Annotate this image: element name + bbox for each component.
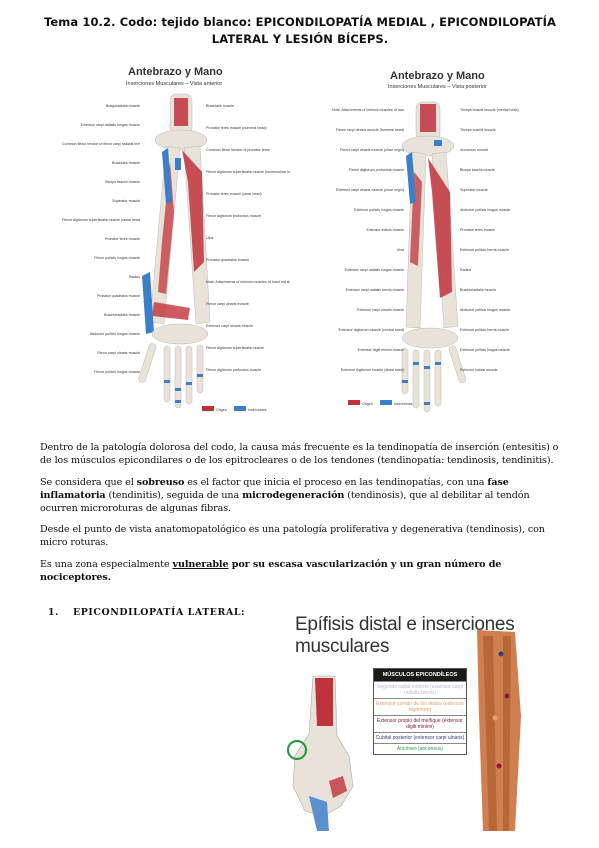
figure-label: Triceps brachii muscle (medial head) (460, 108, 519, 112)
table-row: Cubital posterior (extensor carpi ulnari… (374, 732, 466, 743)
figure-label: Extensor pollicis longus muscle (460, 348, 510, 352)
figure-label: Radius (460, 268, 472, 272)
figure-label: Flexor carpi ulnaris muscle (humeral hea… (335, 128, 404, 132)
section-heading: 1.EPICONDILOPATÍA LATERAL: (48, 607, 246, 618)
figure-label: Pronator quadratus muscle (206, 258, 250, 262)
table-row: Extensor propio del meñique (extensor di… (374, 715, 466, 732)
forearm-posterior-illustration: Origen Inserciones (348, 101, 467, 413)
figure-label: Pronator teres muscle (460, 228, 496, 232)
figure-label: Supinator muscle (460, 188, 488, 192)
table-row: Ancóneo (anconeus) (374, 743, 466, 754)
figure-label: Biceps brachii muscle (460, 168, 495, 172)
paragraph-vulnerable: Es una zona especialmente vulnerable por… (40, 559, 502, 583)
elbow-illustration (286, 630, 521, 831)
figure-label: Extensor pollicis brevis muscle (460, 328, 509, 332)
figure-label: Extensor digitorum muscle (distal band) (340, 368, 404, 372)
figure-label: Flexor carpi ulnaris muscle (97, 351, 140, 355)
photo-title: Epífisis distal e inserciones musculares (295, 614, 515, 657)
figure-label: Flexor carpi ulnaris muscle (206, 302, 249, 306)
figure-label: Abductor pollicis longus muscle (460, 308, 511, 312)
figure-label: Brachialis muscle (206, 104, 234, 108)
legend-origin: Origen (362, 402, 373, 406)
figure-subtitle: Inserciones Musculares – Vista anterior (126, 81, 223, 87)
paragraph-pathology: Desde el punto de vista anatomopatológic… (40, 524, 545, 548)
figure-label: Common flexor tendon of flexor carpi rad… (62, 142, 140, 146)
paragraph-overuse: Se considera que el sobreuso es el facto… (40, 477, 530, 514)
figure-posterior-view: Antebrazo y Mano Inserciones Musculares … (332, 62, 542, 417)
figure-label: Flexor carpi ulnaris muscle (ulnar origi… (340, 148, 404, 152)
figure-label: Braquiradialis muscle (105, 104, 140, 108)
figure-label: Extensor digitorum muscle (central band) (338, 328, 404, 332)
legend-insertion: Inserciones (394, 402, 413, 406)
figure-label: Extensor digiti minimi muscle (357, 348, 404, 352)
figure-label: Abductor pollicis longus muscle (460, 208, 511, 212)
figure-label: Note: Attachments of intrinsic muscles o… (206, 280, 290, 284)
figure-label: Abductor pollicis longus muscle (89, 332, 140, 336)
figure-label: Radius (128, 275, 140, 279)
page-title: Tema 10.2. Codo: tejido blanco: EPICONDI… (43, 15, 557, 46)
forearm-anterior-illustration: Origen Inserciones (138, 93, 267, 412)
figure-label: Anconeus muscle (460, 148, 489, 152)
figure-label: Brachialis muscle (112, 161, 140, 165)
figure-label: Biceps brachii muscle (105, 180, 140, 184)
figure-label: Pronator teres muscle (104, 237, 140, 241)
figure-label: Flexor digitorum profundus muscle (206, 368, 262, 372)
figure-subtitle: Inserciones Musculares – Vista posterior (388, 84, 487, 90)
figure-label: Flexor digitorum profundus muscle (206, 214, 262, 218)
figure-label: Pronator teres muscle (humeral head) (206, 126, 267, 130)
figure-label: Flexor pollicis longus muscle (94, 370, 140, 374)
figure-anterior-view: Antebrazo y Mano Inserciones Musculares … (62, 62, 290, 417)
figure-label: Brachioradialis muscle (460, 288, 496, 292)
figure-title: Antebrazo y Mano (390, 70, 485, 82)
table-row: Extensor común de los dedos (extensor di… (374, 698, 466, 715)
figure-label: Common flexor tendon of pronator teres (206, 148, 270, 152)
table-header: MÚSCULOS EPICONDÍLEOS (374, 669, 466, 681)
figure-label: Pronator quadratus muscle (96, 294, 140, 298)
figure-label: Note: Attachments of intrinsic muscles o… (332, 108, 404, 112)
figure-label: Triceps brachii muscle (460, 128, 496, 132)
figure-label: Supinator muscle (112, 199, 140, 203)
legend-origin: Origen (216, 408, 227, 412)
figure-label: Brachioradialis muscle (104, 313, 140, 317)
figure-label: Extensor indicis muscle (460, 368, 498, 372)
figure-label: Pronator teres muscle (ulnar head) (206, 192, 262, 196)
figure-label: Ulna (206, 236, 214, 240)
epiphysis-photo: Epífisis distal e inserciones musculares… (283, 606, 525, 831)
table-row: Segundo radial externo (extensor carpi r… (374, 681, 466, 698)
figure-label: Extensor indicis muscle (366, 228, 404, 232)
figure-label: Extensor carpi ulnaris muscle (206, 324, 253, 328)
figure-label: Extensor carpi radialis brevis muscle (345, 288, 404, 292)
figure-label: Extensor pollicis brevis muscle (460, 248, 509, 252)
figure-label: Flexor digitorum profundus muscle (348, 168, 404, 172)
legend-insertion: Inserciones (248, 408, 267, 412)
figure-label: Extensor carpi ulnaris muscle (ulnar ori… (335, 188, 404, 192)
figure-label: Extensor carpi radialis longus muscle (344, 268, 404, 272)
figure-label: Flexor digitorum superficialis muscle (h… (206, 170, 290, 174)
figure-label: Extensor carpi ulnaris muscle (357, 308, 404, 312)
paragraph-intro: Dentro de la patología dolorosa del codo… (40, 442, 559, 466)
figure-label: Flexor digitorum superficialis muscle (206, 346, 264, 350)
figure-label: Ulna (396, 248, 404, 252)
figure-title: Antebrazo y Mano (128, 66, 223, 78)
figure-label: Extensor carpi radialis longus muscle (80, 123, 140, 127)
figure-label: Flexor pollicis longus muscle (94, 256, 140, 260)
figure-label: Flexor digitorum superficialis muscle (r… (62, 218, 140, 222)
epicondylar-muscles-table: MÚSCULOS EPICONDÍLEOS Segundo radial ext… (373, 668, 467, 755)
figure-label: Extensor pollicis longus muscle (354, 208, 404, 212)
